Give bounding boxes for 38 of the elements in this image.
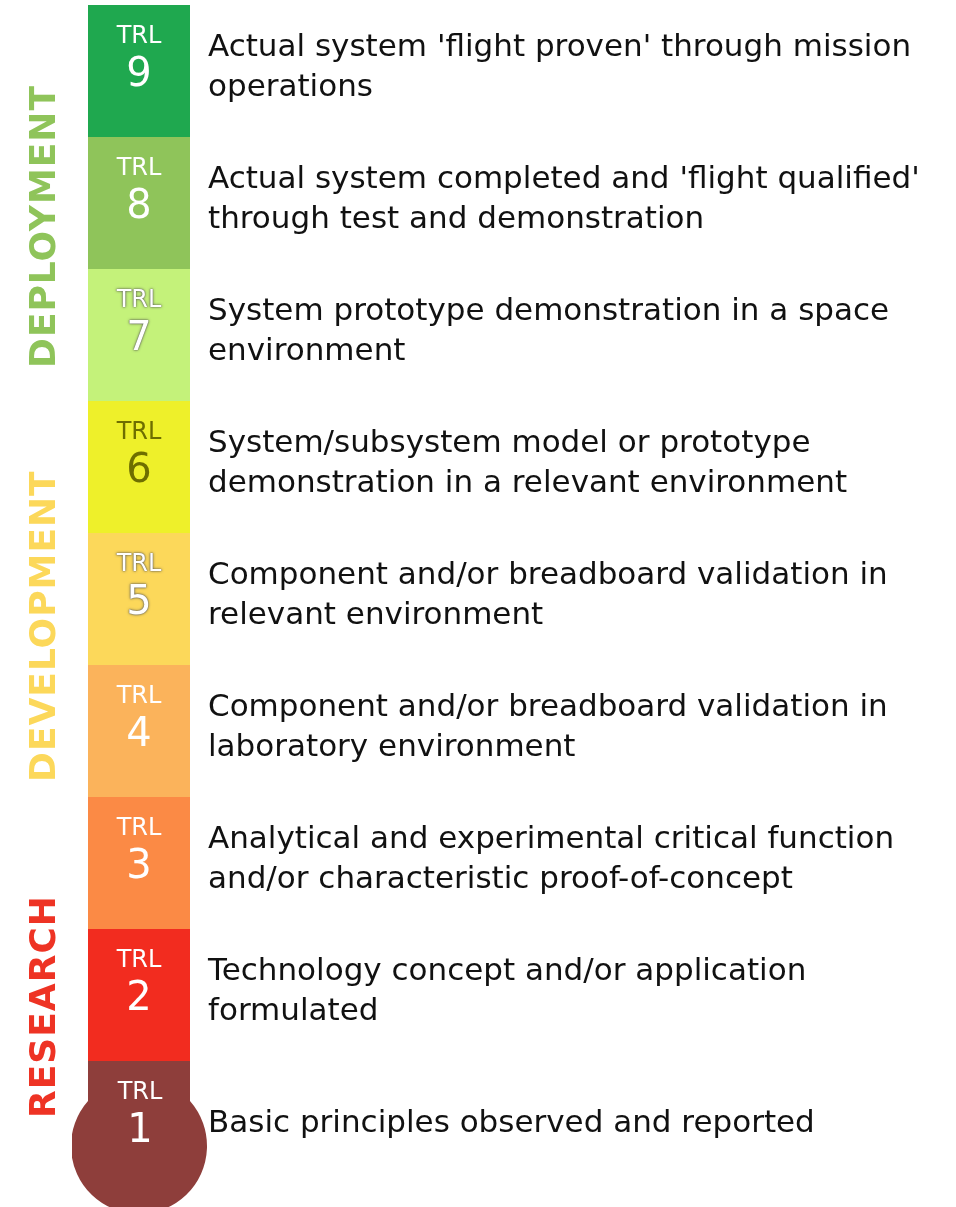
level-block — [88, 797, 190, 929]
level-description: Analytical and experimental critical function and/or characteristic proof-of-concept — [208, 818, 896, 897]
level-prefix: TRL — [115, 152, 163, 181]
level-block — [88, 401, 190, 533]
level-block — [88, 665, 190, 797]
phase-label: DEPLOYMENT — [22, 85, 63, 368]
level-block — [88, 5, 190, 137]
level-block — [88, 929, 190, 1061]
level-number: 4 — [125, 709, 153, 755]
level-number: 1 — [126, 1105, 154, 1151]
level-prefix: TRL — [116, 1076, 164, 1105]
level-prefix: TRL — [115, 812, 163, 841]
level-number: 9 — [125, 49, 153, 95]
level-number: 2 — [125, 973, 153, 1019]
level-number: 6 — [125, 445, 153, 491]
level-block — [88, 137, 190, 269]
level-block — [88, 533, 190, 665]
level-block — [88, 269, 190, 401]
phase-label: RESEARCH — [22, 895, 63, 1118]
level-number: 8 — [125, 181, 153, 227]
level-description: System/subsystem model or prototype demonstration in a relevant environment — [208, 422, 849, 501]
level-number: 5 — [125, 577, 153, 623]
level-description: Component and/or breadboard validation in relevant environment — [208, 554, 889, 633]
level-description: Component and/or breadboard validation in laboratory environment — [208, 686, 889, 765]
level-description: Actual system completed and 'flight qualified' through test and demonstration — [208, 158, 921, 237]
level-prefix: TRL — [115, 284, 163, 313]
level-prefix: TRL — [115, 944, 163, 973]
level-description: Technology concept and/or application formulated — [208, 950, 808, 1029]
level-prefix: TRL — [115, 416, 163, 445]
phase-label: DEVELOPMENT — [22, 470, 63, 782]
level-prefix: TRL — [115, 20, 163, 49]
level-description: Actual system 'flight proven' through mission operations — [208, 26, 913, 105]
level-description: Basic principles observed and reported — [208, 1102, 816, 1141]
level-number: 7 — [125, 313, 153, 359]
level-prefix: TRL — [115, 680, 163, 709]
level-description: System prototype demonstration in a space environment — [208, 290, 891, 369]
level-number: 3 — [125, 841, 153, 887]
level-prefix: TRL — [115, 548, 163, 577]
